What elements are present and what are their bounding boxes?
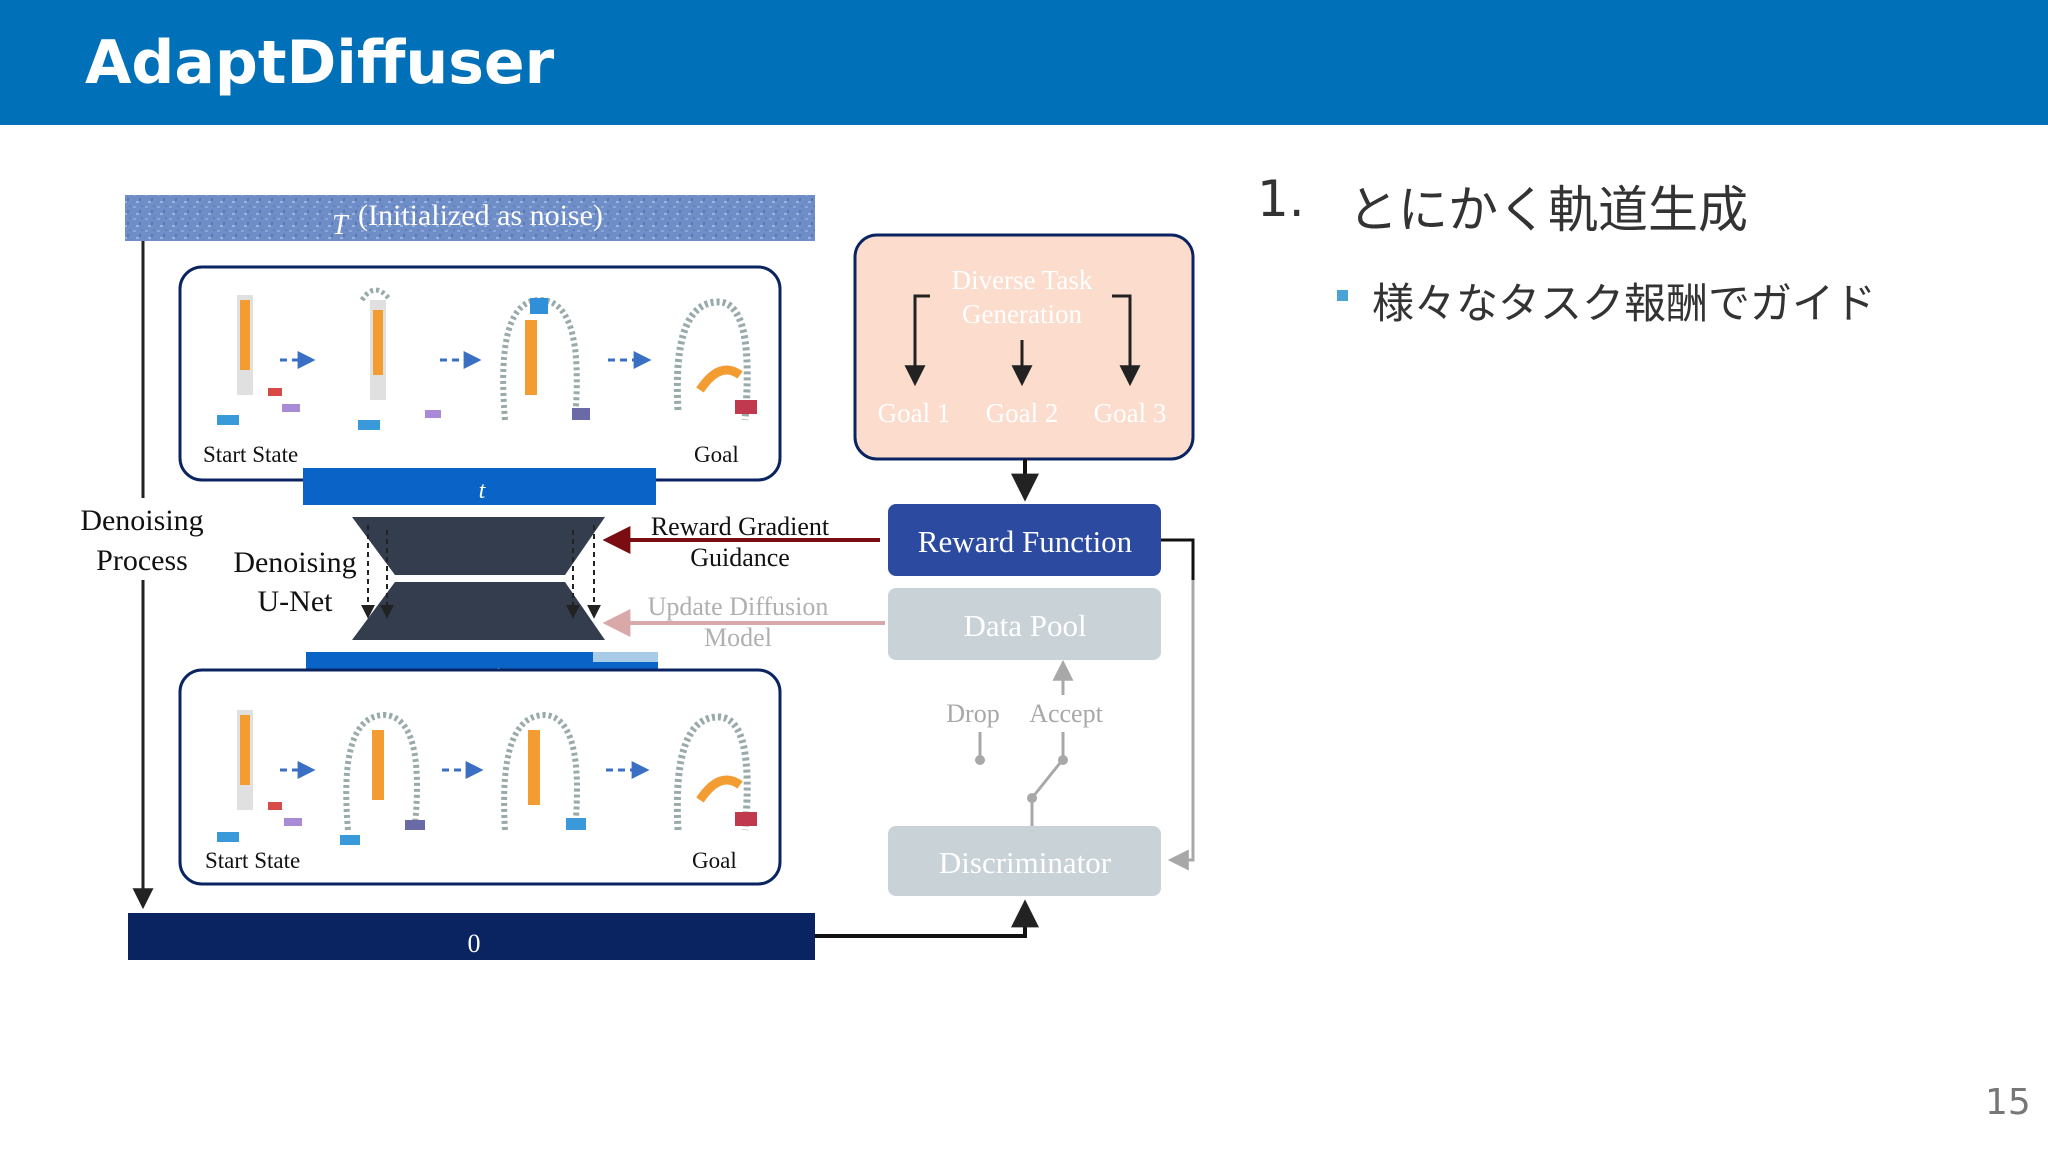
list-sub-item: 様々なタスク報酬でガイド <box>1372 279 1877 328</box>
reward-function-label: Reward Function <box>918 524 1133 559</box>
zero-label: 0 <box>468 929 481 958</box>
noise-T-label: T <box>332 210 350 241</box>
diverse-task-label-2: Generation <box>962 299 1082 329</box>
drop-label: Drop <box>946 699 999 728</box>
goal2-label: Goal 2 <box>986 398 1059 428</box>
accept-label: Accept <box>1029 699 1103 728</box>
robot-arm-frames-top <box>217 287 757 430</box>
discriminator-box <box>888 826 1161 896</box>
t-label: t <box>479 478 487 504</box>
goal1-label: Goal 1 <box>878 398 951 428</box>
goal3-label: Goal 3 <box>1094 398 1167 428</box>
diverse-task-label-1: Diverse Task <box>952 265 1093 295</box>
noise-label: (Initialized as noise) <box>358 199 603 232</box>
unet-encoder <box>352 517 605 575</box>
unet-decoder <box>352 582 605 640</box>
unet-label-1: Denoising <box>233 546 356 579</box>
top-start-state-label: Start State <box>203 442 298 467</box>
top-goal-label: Goal <box>694 442 739 467</box>
title-bar <box>0 0 2048 125</box>
reward-gradient-label-1: Reward Gradient <box>651 512 830 541</box>
denoising-process-label-2: Process <box>96 544 188 577</box>
zero-bar <box>128 913 815 960</box>
list-number: 1. <box>1257 170 1305 228</box>
data-pool-label: Data Pool <box>963 608 1086 643</box>
list-item-main: とにかく軌道生成 <box>1348 181 1748 239</box>
bullet-square-icon <box>1337 290 1348 301</box>
slide-title: AdaptDiffuser <box>85 28 555 98</box>
t-bar <box>303 468 656 505</box>
reward-gradient-label-2: Guidance <box>690 543 790 572</box>
bottom-start-state-label: Start State <box>205 848 300 873</box>
bottom-goal-label: Goal <box>692 848 737 873</box>
denoising-process-label-1: Denoising <box>80 504 203 537</box>
data-pool-box <box>888 588 1161 660</box>
reward-function-box <box>888 504 1161 576</box>
discriminator-label: Discriminator <box>939 845 1112 880</box>
page-number: 15 <box>1985 1082 2031 1123</box>
update-diffusion-label-2: Model <box>704 623 772 652</box>
unet-label-2: U-Net <box>258 585 334 618</box>
robot-arm-frames-bottom <box>217 710 757 845</box>
noise-bar <box>125 195 815 241</box>
update-diffusion-label-1: Update Diffusion <box>648 592 829 621</box>
